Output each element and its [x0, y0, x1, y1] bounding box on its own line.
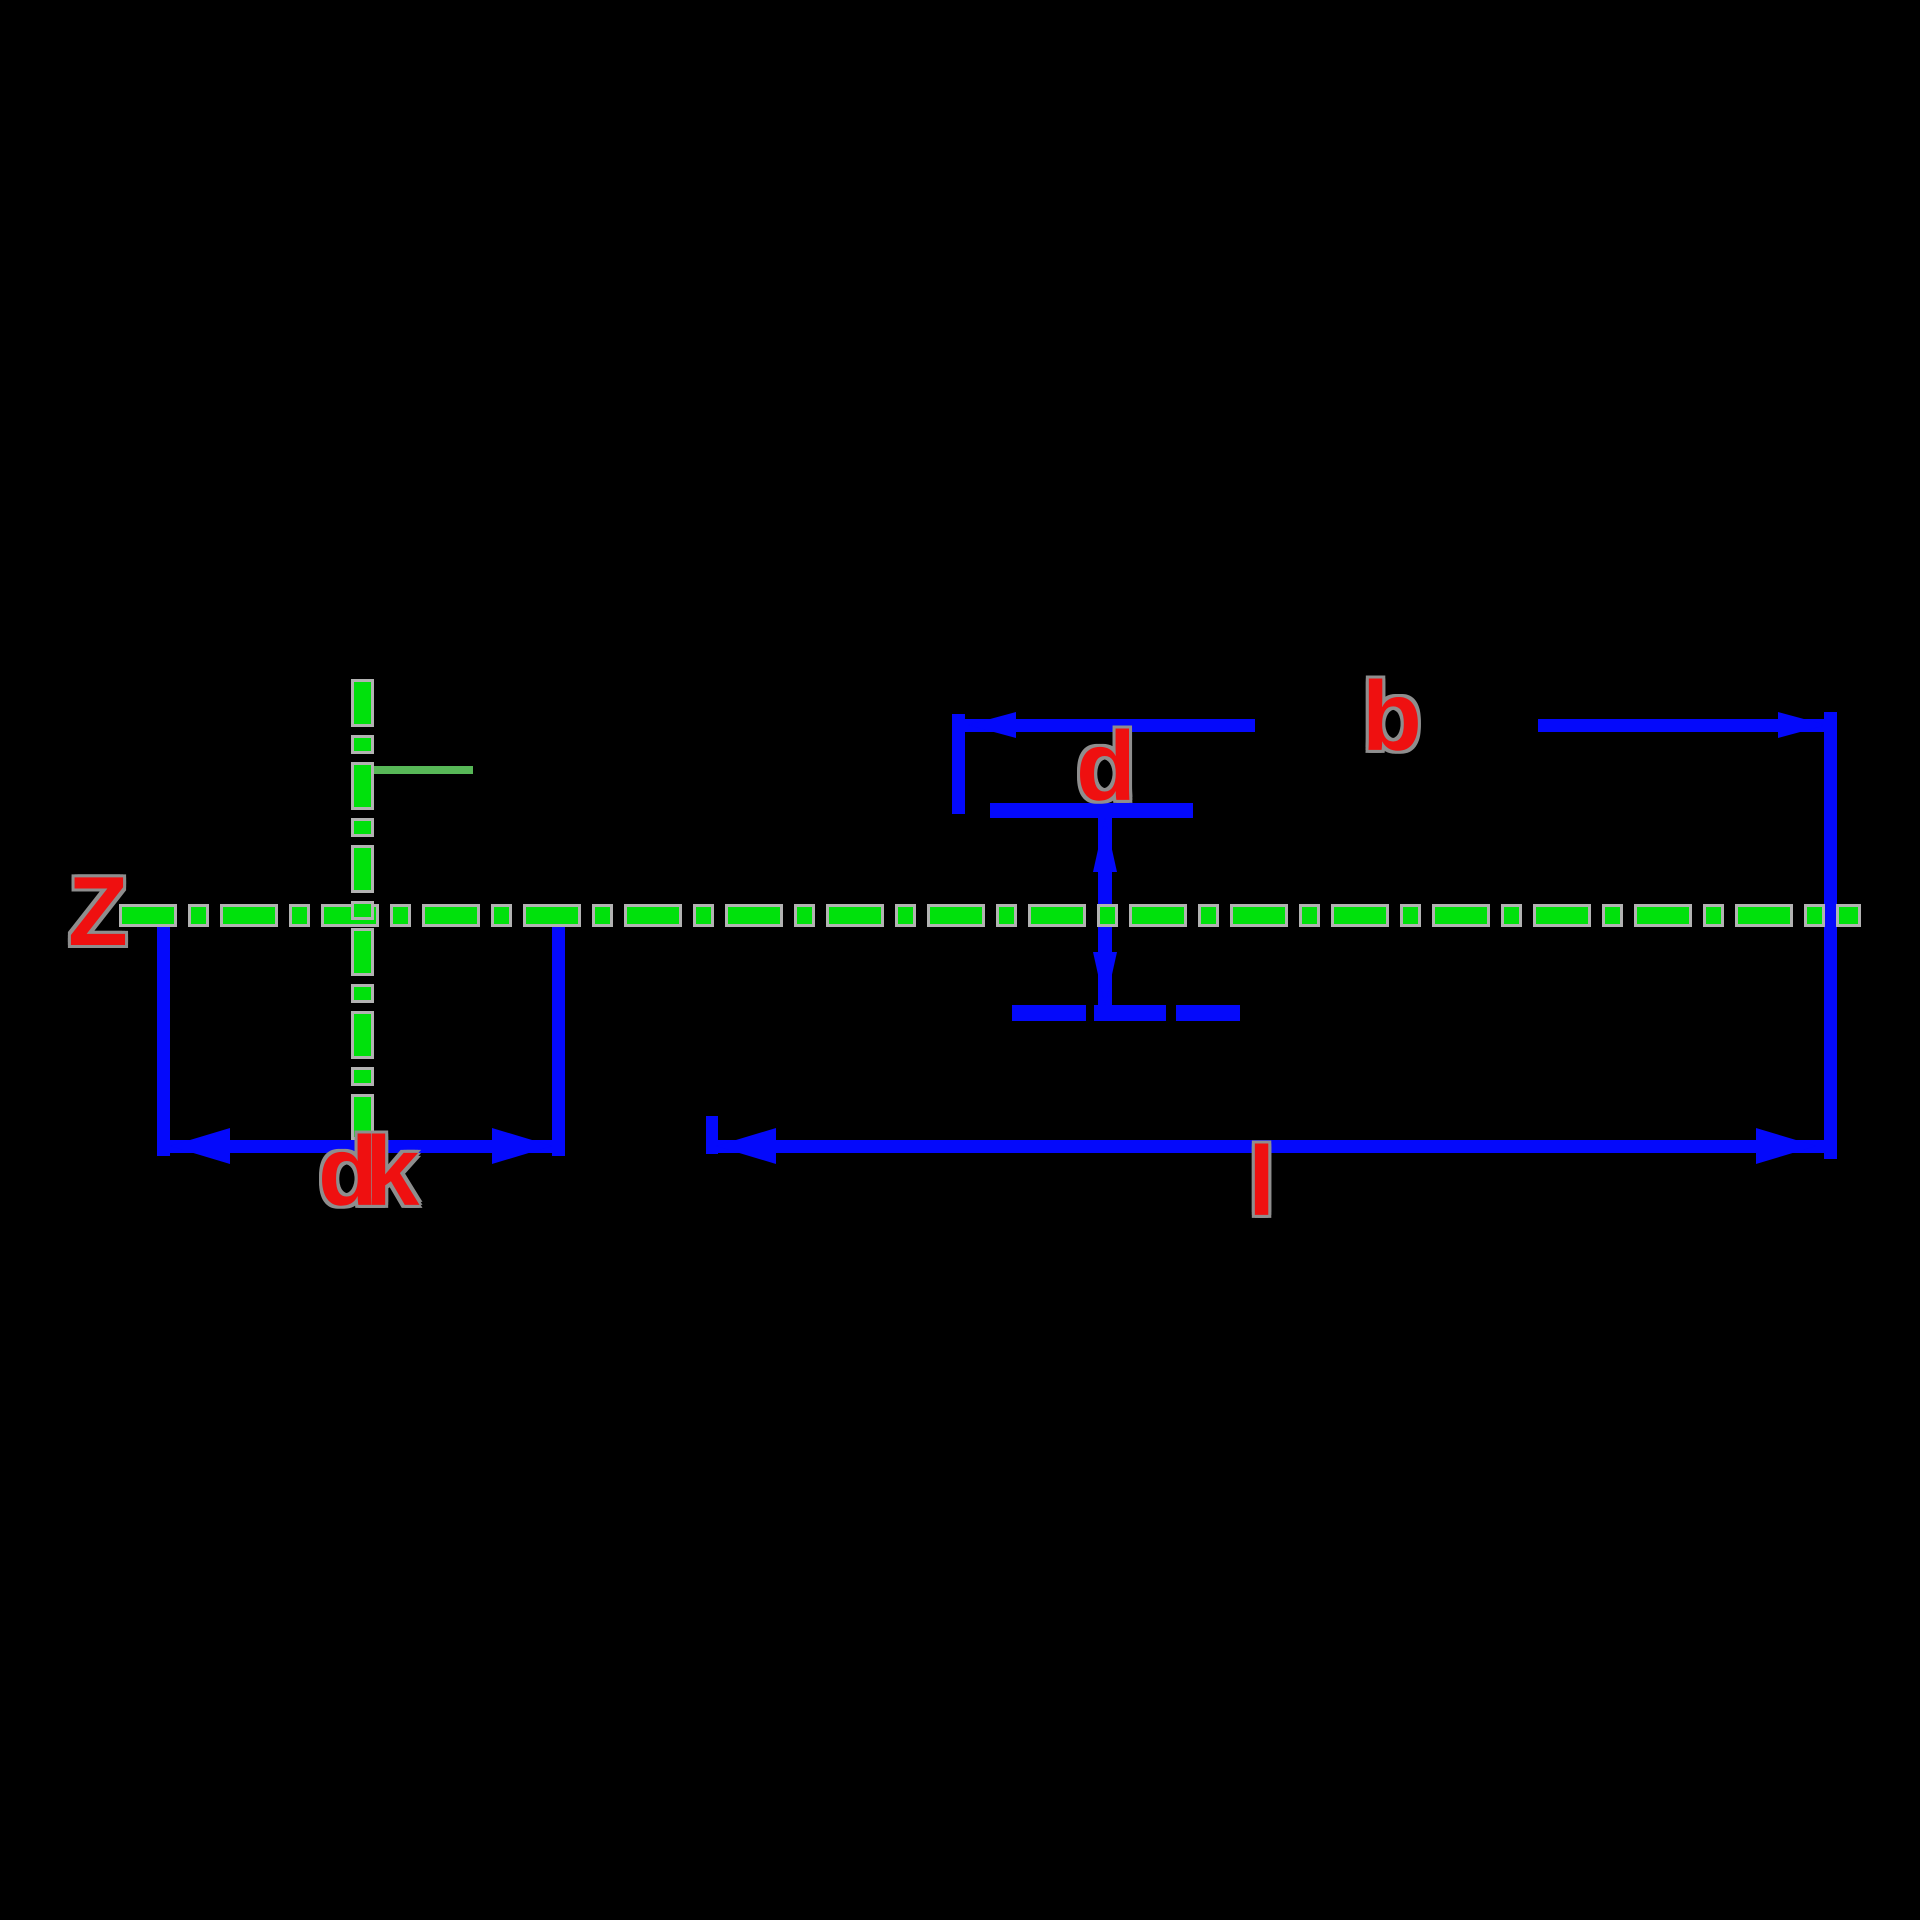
- label-z: Z: [68, 856, 128, 966]
- l-arrowhead-right: [1756, 1128, 1816, 1164]
- label-l: l: [1248, 1126, 1276, 1236]
- b-hook-line-left: [952, 714, 965, 814]
- label-b: b: [1362, 661, 1422, 771]
- dk-extension-line-left: [157, 914, 170, 1156]
- shank-bottom-edge-dash-2: [1094, 1005, 1166, 1021]
- shank-bottom-edge-dash-3: [1176, 1005, 1240, 1021]
- reference-tick-line: [368, 766, 473, 774]
- d-arrowhead-up: [1093, 818, 1117, 872]
- dk-arrowhead-right: [492, 1128, 552, 1164]
- label-dk: dk: [318, 1116, 419, 1226]
- dk-dimension-line: [168, 1140, 554, 1153]
- shank-top-edge: [990, 803, 1193, 818]
- dk-extension-line-right: [552, 914, 565, 1156]
- dk-arrowhead-left: [170, 1128, 230, 1164]
- l-arrowhead-left: [716, 1128, 776, 1164]
- shank-bottom-edge-dash-1: [1012, 1005, 1086, 1021]
- b-arrowhead-left: [968, 712, 1016, 738]
- b-dimension-line-left-segment: [958, 719, 1255, 732]
- d-arrowhead-down: [1093, 952, 1117, 1006]
- label-d: d: [1076, 711, 1136, 821]
- right-extension-line: [1824, 712, 1837, 1159]
- b-arrowhead-right: [1778, 712, 1826, 738]
- b-dimension-line-right-segment: [1538, 719, 1830, 732]
- horizontal-centerline: [122, 907, 1858, 924]
- vertical-centerline: [354, 682, 371, 1137]
- l-dimension-line: [712, 1140, 1830, 1153]
